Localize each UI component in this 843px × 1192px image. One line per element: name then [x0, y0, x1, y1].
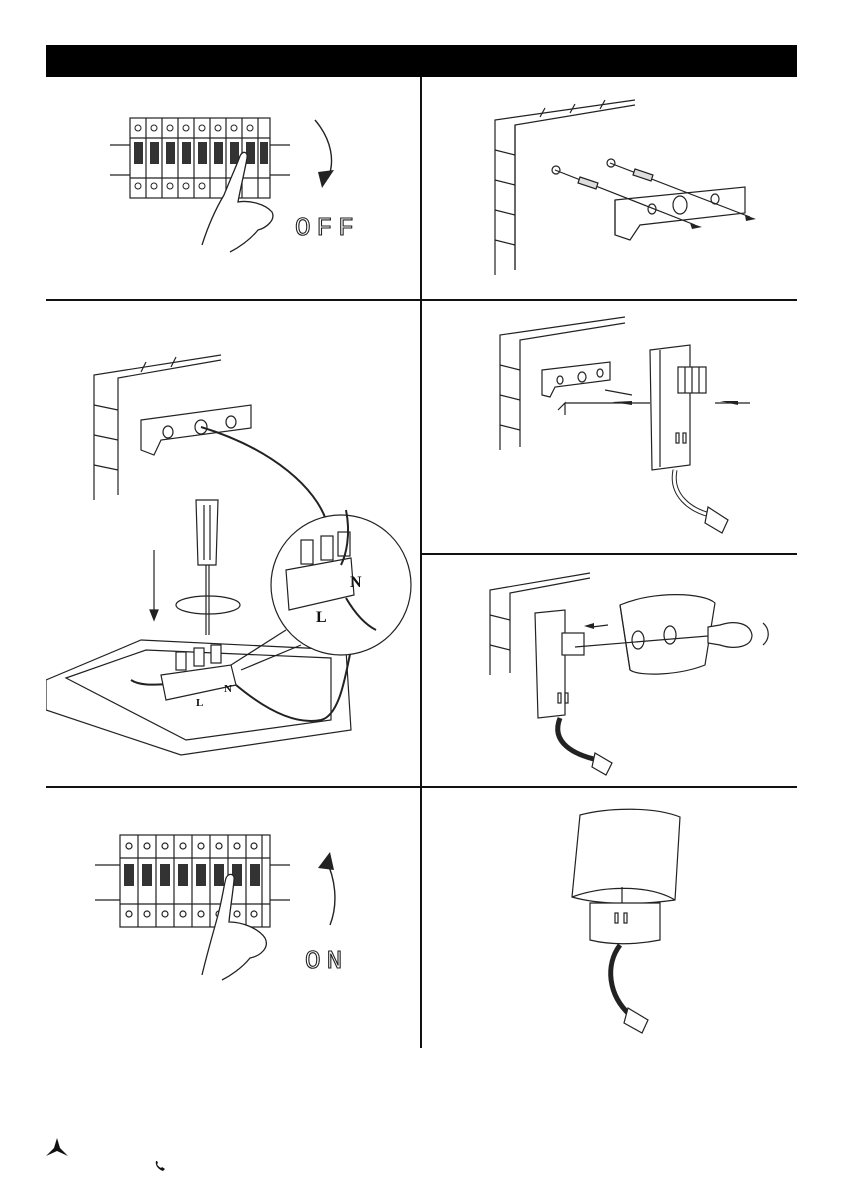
tri-blade-logo-icon	[44, 1136, 70, 1160]
step-4-attach-base	[490, 315, 780, 540]
off-label: OFF	[295, 213, 360, 243]
hand-icon	[202, 152, 273, 252]
step-7-breaker-on: ON	[90, 830, 410, 1010]
terminal-left-label-small: L	[196, 697, 203, 709]
step-2-mount-bracket	[480, 95, 780, 280]
step-1-breaker-off: OFF	[90, 100, 410, 280]
terminal-left-label: L	[316, 609, 327, 626]
screwdriver-icon	[196, 500, 218, 565]
on-label: ON	[305, 946, 348, 976]
phone-icon	[154, 1160, 166, 1172]
header-bar	[46, 45, 797, 77]
reading-light-head	[705, 507, 728, 533]
gooseneck-arm	[558, 718, 598, 760]
lamp-shade	[572, 809, 680, 903]
row-divider-1	[46, 299, 797, 301]
row-divider-2	[46, 786, 797, 788]
lamp-socket	[562, 633, 584, 655]
terminal-right-label: N	[350, 574, 362, 591]
reading-light-head	[624, 1008, 648, 1033]
gooseneck-arm	[611, 945, 630, 1015]
arrow-down-clockwise-icon	[315, 120, 332, 178]
step-8-finished-lamp	[560, 805, 700, 1040]
step-3-wiring: L N L N	[46, 340, 418, 780]
terminal-right-label-small: N	[224, 683, 232, 695]
lamp-shade	[620, 595, 715, 675]
vertical-divider	[420, 77, 422, 1048]
light-bulb	[708, 623, 752, 648]
reading-light-head	[592, 753, 612, 775]
step-5-attach-shade	[480, 565, 780, 780]
breaker-panel-illustration: OFF	[90, 100, 410, 280]
row-divider-right-mid	[421, 553, 797, 555]
lamp-base-plate	[650, 345, 690, 470]
mounting-bracket	[542, 362, 610, 397]
